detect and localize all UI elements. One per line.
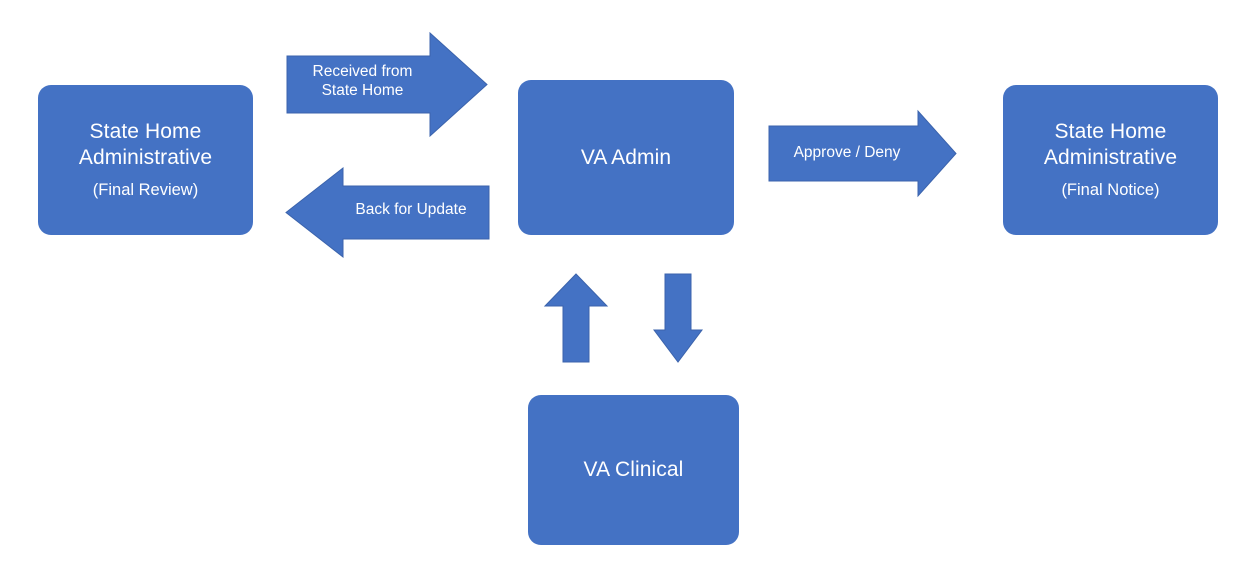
node-va-admin[interactable]: VA Admin bbox=[518, 80, 734, 235]
node-title: State Home Administrative bbox=[1043, 120, 1178, 169]
node-subtitle: (Final Review) bbox=[92, 181, 199, 199]
up-arrow-icon bbox=[543, 273, 609, 363]
arrow-approve-deny[interactable] bbox=[768, 109, 957, 198]
arrow-clinical-to-admin[interactable] bbox=[543, 273, 609, 363]
node-state-home-administrative-final-review[interactable]: State Home Administrative (Final Review) bbox=[38, 85, 253, 235]
node-va-clinical[interactable]: VA Clinical bbox=[528, 395, 739, 545]
node-subtitle: (Final Notice) bbox=[1061, 181, 1160, 199]
node-title: VA Admin bbox=[580, 145, 672, 169]
node-title: State Home Administrative bbox=[78, 120, 213, 169]
right-arrow-icon bbox=[768, 109, 957, 198]
node-state-home-administrative-final-notice[interactable]: State Home Administrative (Final Notice) bbox=[1003, 85, 1218, 235]
right-arrow-icon bbox=[286, 31, 488, 138]
node-title: VA Clinical bbox=[583, 458, 684, 481]
arrow-admin-to-clinical[interactable] bbox=[653, 273, 703, 363]
arrow-back-for-update[interactable] bbox=[285, 166, 490, 259]
left-arrow-icon bbox=[285, 166, 490, 259]
down-arrow-icon bbox=[653, 273, 703, 363]
arrow-received-from-state-home[interactable] bbox=[286, 31, 488, 138]
